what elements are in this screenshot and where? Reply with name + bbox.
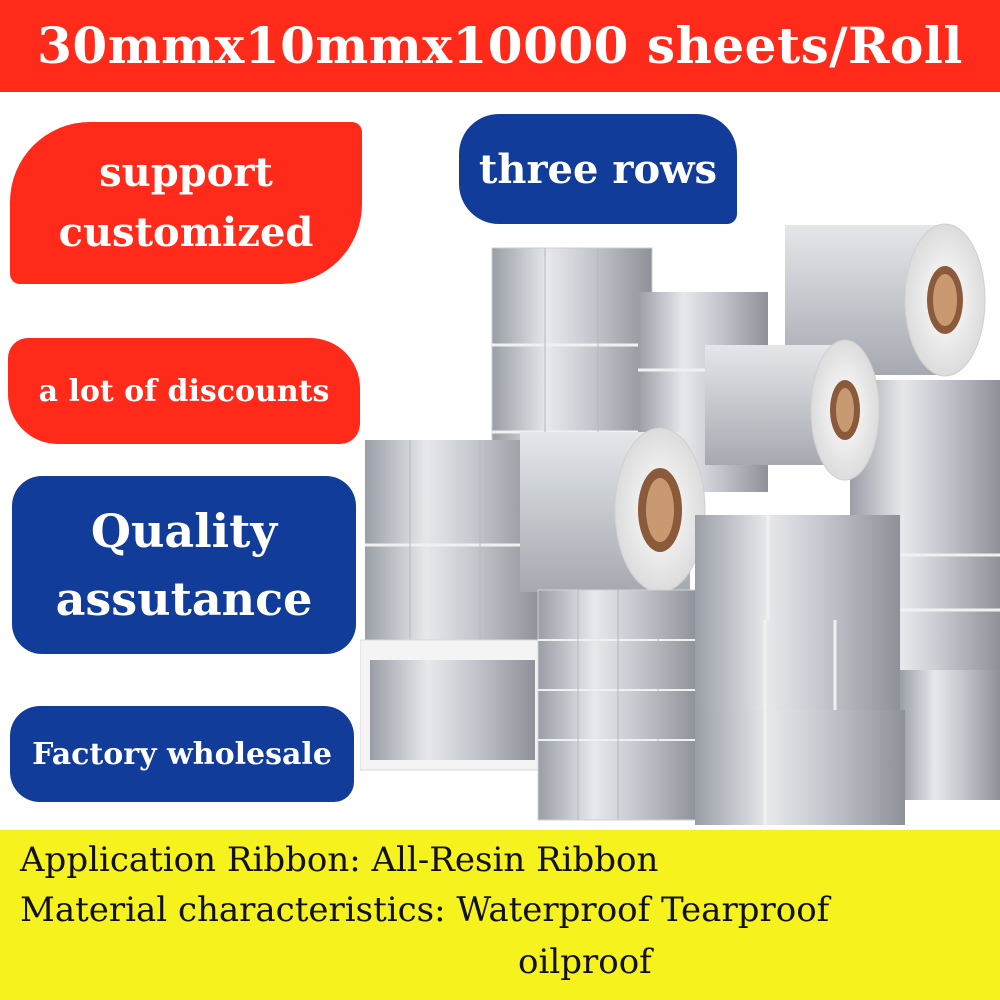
quality-badge: Quality assutance (12, 476, 356, 654)
application-ribbon-text: Application Ribbon: All-Resin Ribbon (20, 840, 659, 880)
specs-panel: Application Ribbon: All-Resin Ribbon Mat… (0, 830, 1000, 1000)
title-banner: 30mmx10mmx10000 sheets/Roll (0, 0, 1000, 92)
factory-wholesale-badge: Factory wholesale (10, 706, 354, 802)
quality-line2: assutance (55, 572, 313, 626)
quality-line1: Quality (90, 504, 278, 558)
discounts-badge: a lot of discounts (8, 338, 360, 444)
label-rolls-image (360, 223, 1000, 825)
support-customized-badge: support customized (10, 122, 362, 284)
three-rows-label: three rows (478, 145, 718, 193)
banner-title: 30mmx10mmx10000 sheets/Roll (37, 16, 963, 75)
customized-line1: support (99, 149, 273, 196)
factory-wholesale-label: Factory wholesale (32, 736, 332, 772)
three-rows-badge: three rows (459, 114, 737, 224)
discounts-label: a lot of discounts (38, 373, 330, 409)
material-characteristics-text: Material characteristics: Waterproof Tea… (20, 890, 830, 930)
oilproof-text: oilproof (518, 942, 652, 982)
customized-line2: customized (58, 209, 314, 256)
